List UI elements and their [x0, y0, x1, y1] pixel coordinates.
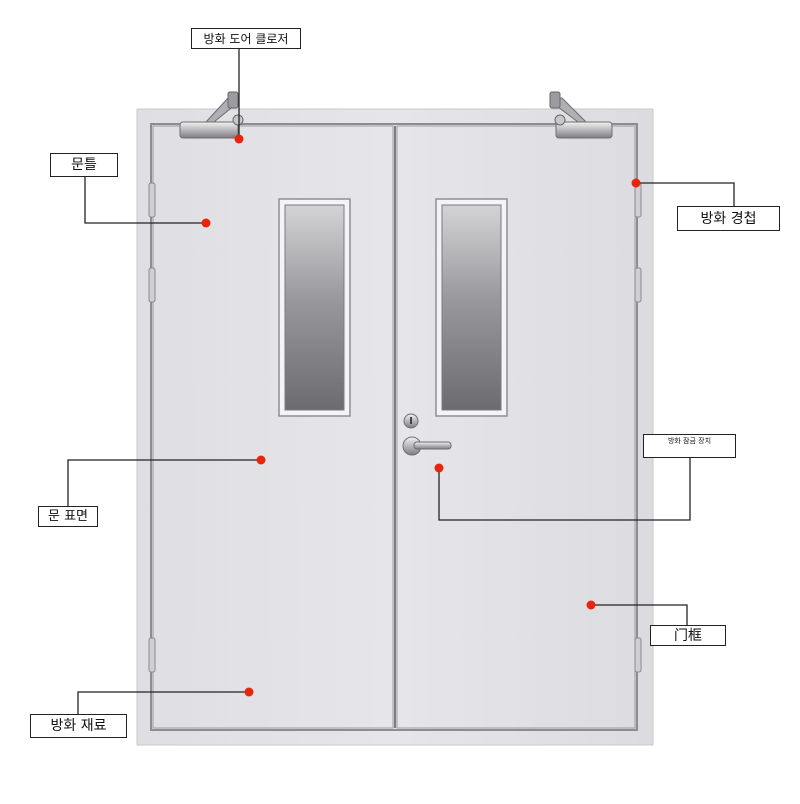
label-door-frame-right: 门框 [650, 625, 726, 646]
leader-door-surface [67, 459, 261, 506]
leader-fire-hinge [636, 182, 735, 206]
label-door-closer: 방화 도어 클로저 [191, 28, 301, 49]
marker-door-closer [234, 134, 244, 144]
leader-door-frame-left [84, 176, 206, 224]
leader-door-frame-right [591, 604, 688, 625]
label-fire-lock: 방화 잠금 장치 [643, 434, 736, 458]
door-closer-icon [179, 91, 244, 139]
marker-door-frame-left [201, 218, 211, 228]
markers [201, 134, 641, 697]
door-handle-icon [402, 436, 452, 456]
right-door-leaf [396, 125, 636, 729]
hinge-icon [148, 182, 642, 673]
label-door-frame-left: 문틀 [50, 153, 118, 177]
marker-door-frame-right [586, 600, 596, 610]
leader-fire-material [77, 691, 249, 714]
left-window [278, 198, 351, 417]
label-fire-material: 방화 재료 [30, 714, 127, 738]
door-closer-icon [549, 91, 613, 139]
leader-fire-lock [438, 457, 691, 521]
marker-fire-material [244, 687, 254, 697]
right-window [435, 198, 508, 417]
marker-door-surface [256, 455, 266, 465]
marker-fire-hinge [631, 178, 641, 188]
label-fire-hinge: 방화 경첩 [677, 206, 780, 231]
left-door-leaf [152, 125, 394, 729]
leader-lines [67, 49, 735, 714]
marker-fire-lock [434, 463, 444, 473]
label-door-surface: 문 표면 [38, 506, 98, 527]
lock-cylinder-icon [403, 413, 419, 429]
